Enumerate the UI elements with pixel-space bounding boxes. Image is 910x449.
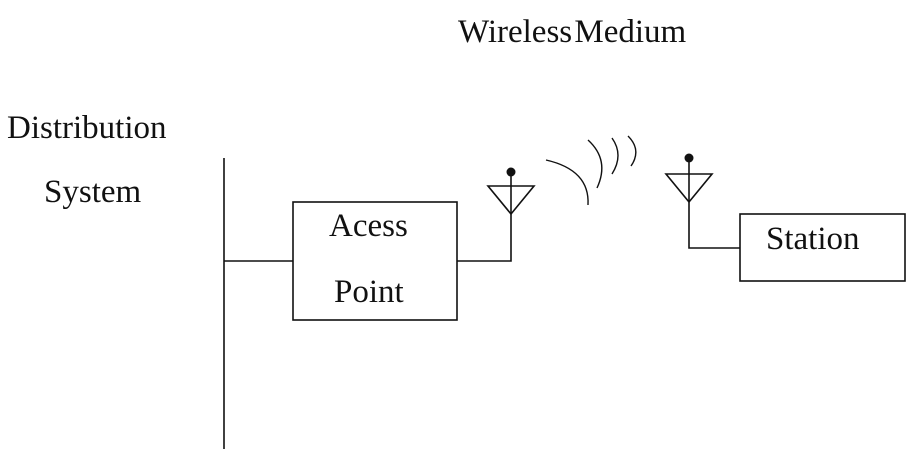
distribution-system-label-line1: Distribution: [7, 110, 167, 146]
station-label: Station: [766, 221, 860, 257]
station-antenna-cable: [688, 202, 740, 249]
access-point-antenna-icon: [486, 167, 536, 216]
access-point-label-line1: Acess: [329, 208, 408, 244]
radio-wave-icon: [545, 135, 637, 206]
station-antenna-icon: [664, 153, 714, 204]
wireless-medium-label: Wireless Medium: [458, 14, 687, 50]
access-point-label-line2: Point: [334, 274, 404, 310]
station-box: [739, 213, 906, 282]
access-point-box: [292, 201, 458, 321]
ap-antenna-cable: [457, 214, 512, 262]
distribution-system-label-line2: System: [44, 174, 142, 210]
